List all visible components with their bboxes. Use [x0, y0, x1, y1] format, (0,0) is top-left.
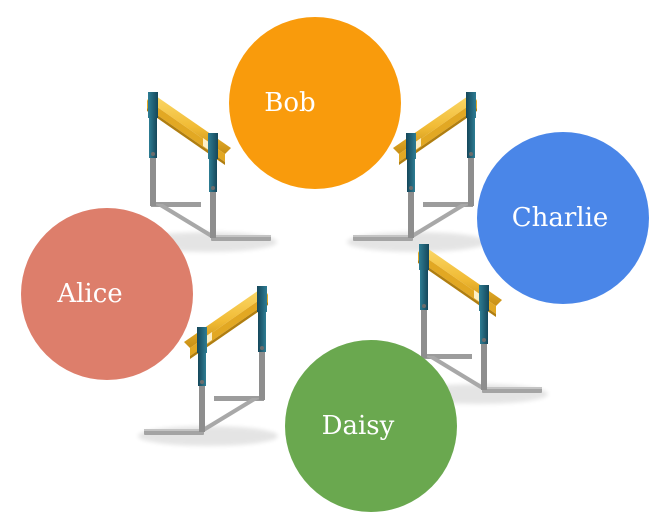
person-label-alice: Alice: [56, 279, 122, 309]
person-node-alice: Alice: [21, 208, 193, 380]
person-circle-charlie: [477, 132, 649, 304]
person-circle-bob: [229, 17, 401, 189]
person-label-bob: Bob: [264, 88, 315, 118]
person-circle-alice: [21, 208, 193, 380]
person-node-charlie: Charlie: [477, 132, 649, 304]
person-label-charlie: Charlie: [512, 203, 609, 233]
person-label-daisy: Daisy: [322, 411, 395, 441]
person-circle-daisy: [285, 340, 457, 512]
person-node-bob: Bob: [229, 17, 401, 189]
person-node-daisy: Daisy: [285, 340, 457, 512]
